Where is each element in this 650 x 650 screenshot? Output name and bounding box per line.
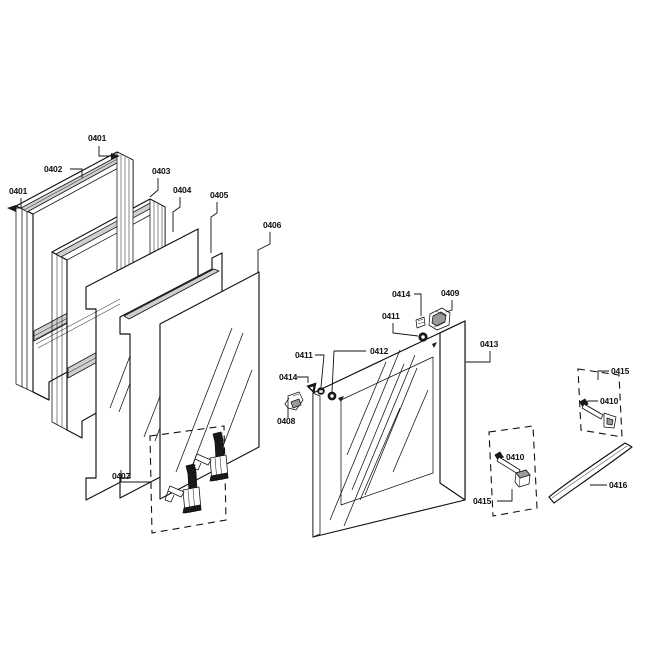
part-0409-mounting-bracket bbox=[428, 307, 451, 331]
leader-0415-upper bbox=[597, 370, 609, 380]
group-0415-hardware-lower bbox=[488, 425, 538, 517]
label-0414-left: 0414 bbox=[279, 372, 298, 382]
part-0406-glass-pane-outer bbox=[159, 271, 260, 500]
leader-0414-top bbox=[414, 293, 422, 316]
label-0407: 0407 bbox=[112, 471, 131, 481]
label-0401-top: 0401 bbox=[88, 133, 107, 143]
leader-0412 bbox=[331, 350, 366, 393]
leader-0414-left bbox=[297, 376, 309, 383]
hinge-assembly-1 bbox=[164, 463, 202, 514]
part-0416-door-handle bbox=[548, 442, 633, 504]
leader-0406 bbox=[257, 232, 271, 272]
label-0416: 0416 bbox=[609, 480, 628, 490]
leader-0413 bbox=[466, 351, 491, 363]
label-0411-top: 0411 bbox=[382, 311, 400, 321]
label-0413: 0413 bbox=[480, 339, 499, 349]
label-0415-lower: 0415 bbox=[473, 496, 492, 506]
label-0410-lower: 0410 bbox=[506, 452, 525, 462]
label-0412: 0412 bbox=[370, 346, 389, 356]
leader-0402 bbox=[70, 168, 83, 178]
left-stack-lower-seal bbox=[35, 298, 121, 349]
label-0409: 0409 bbox=[441, 288, 460, 298]
label-0402: 0402 bbox=[44, 164, 63, 174]
leader-0407 bbox=[120, 470, 150, 483]
leader-0405 bbox=[210, 202, 218, 253]
part-hardware-clip-upper bbox=[603, 412, 617, 429]
part-0412-fastener-left bbox=[327, 391, 337, 401]
leader-0409 bbox=[445, 300, 453, 313]
label-0403: 0403 bbox=[152, 166, 171, 176]
leader-0410-upper bbox=[583, 400, 598, 405]
part-hardware-nut-lower bbox=[514, 469, 531, 488]
label-0401-side: 0401 bbox=[9, 186, 28, 196]
label-0404: 0404 bbox=[173, 185, 192, 195]
label-0406: 0406 bbox=[263, 220, 282, 230]
leader-0401-top bbox=[98, 146, 120, 160]
label-0414-top: 0414 bbox=[392, 289, 411, 299]
label-0410-upper: 0410 bbox=[600, 396, 619, 406]
leader-0411-top bbox=[392, 323, 419, 337]
part-0411-fastener-left bbox=[317, 387, 325, 395]
label-0405: 0405 bbox=[210, 190, 229, 200]
leader-0404 bbox=[172, 197, 181, 232]
leader-0403 bbox=[149, 178, 159, 198]
part-0411-fastener-top bbox=[418, 332, 428, 342]
part-0410-screw-upper bbox=[579, 398, 604, 420]
part-0408-latch-bracket bbox=[284, 391, 304, 411]
label-0411-left: 0411 bbox=[295, 350, 313, 360]
label-0408: 0408 bbox=[277, 416, 296, 426]
group-0415-hardware-upper bbox=[577, 368, 623, 438]
leader-0411-left bbox=[315, 354, 325, 388]
part-0414-retaining-clip-top bbox=[415, 316, 426, 329]
group-0407-hinge-pair bbox=[149, 425, 229, 534]
leader-0415-lower bbox=[497, 489, 513, 502]
hinge-assembly-2 bbox=[191, 431, 229, 482]
label-0415-upper: 0415 bbox=[611, 366, 630, 376]
part-0414-retaining-clip-left bbox=[306, 382, 317, 394]
leader-0401-side bbox=[7, 198, 22, 212]
part-0413-door-front-panel bbox=[312, 320, 466, 538]
